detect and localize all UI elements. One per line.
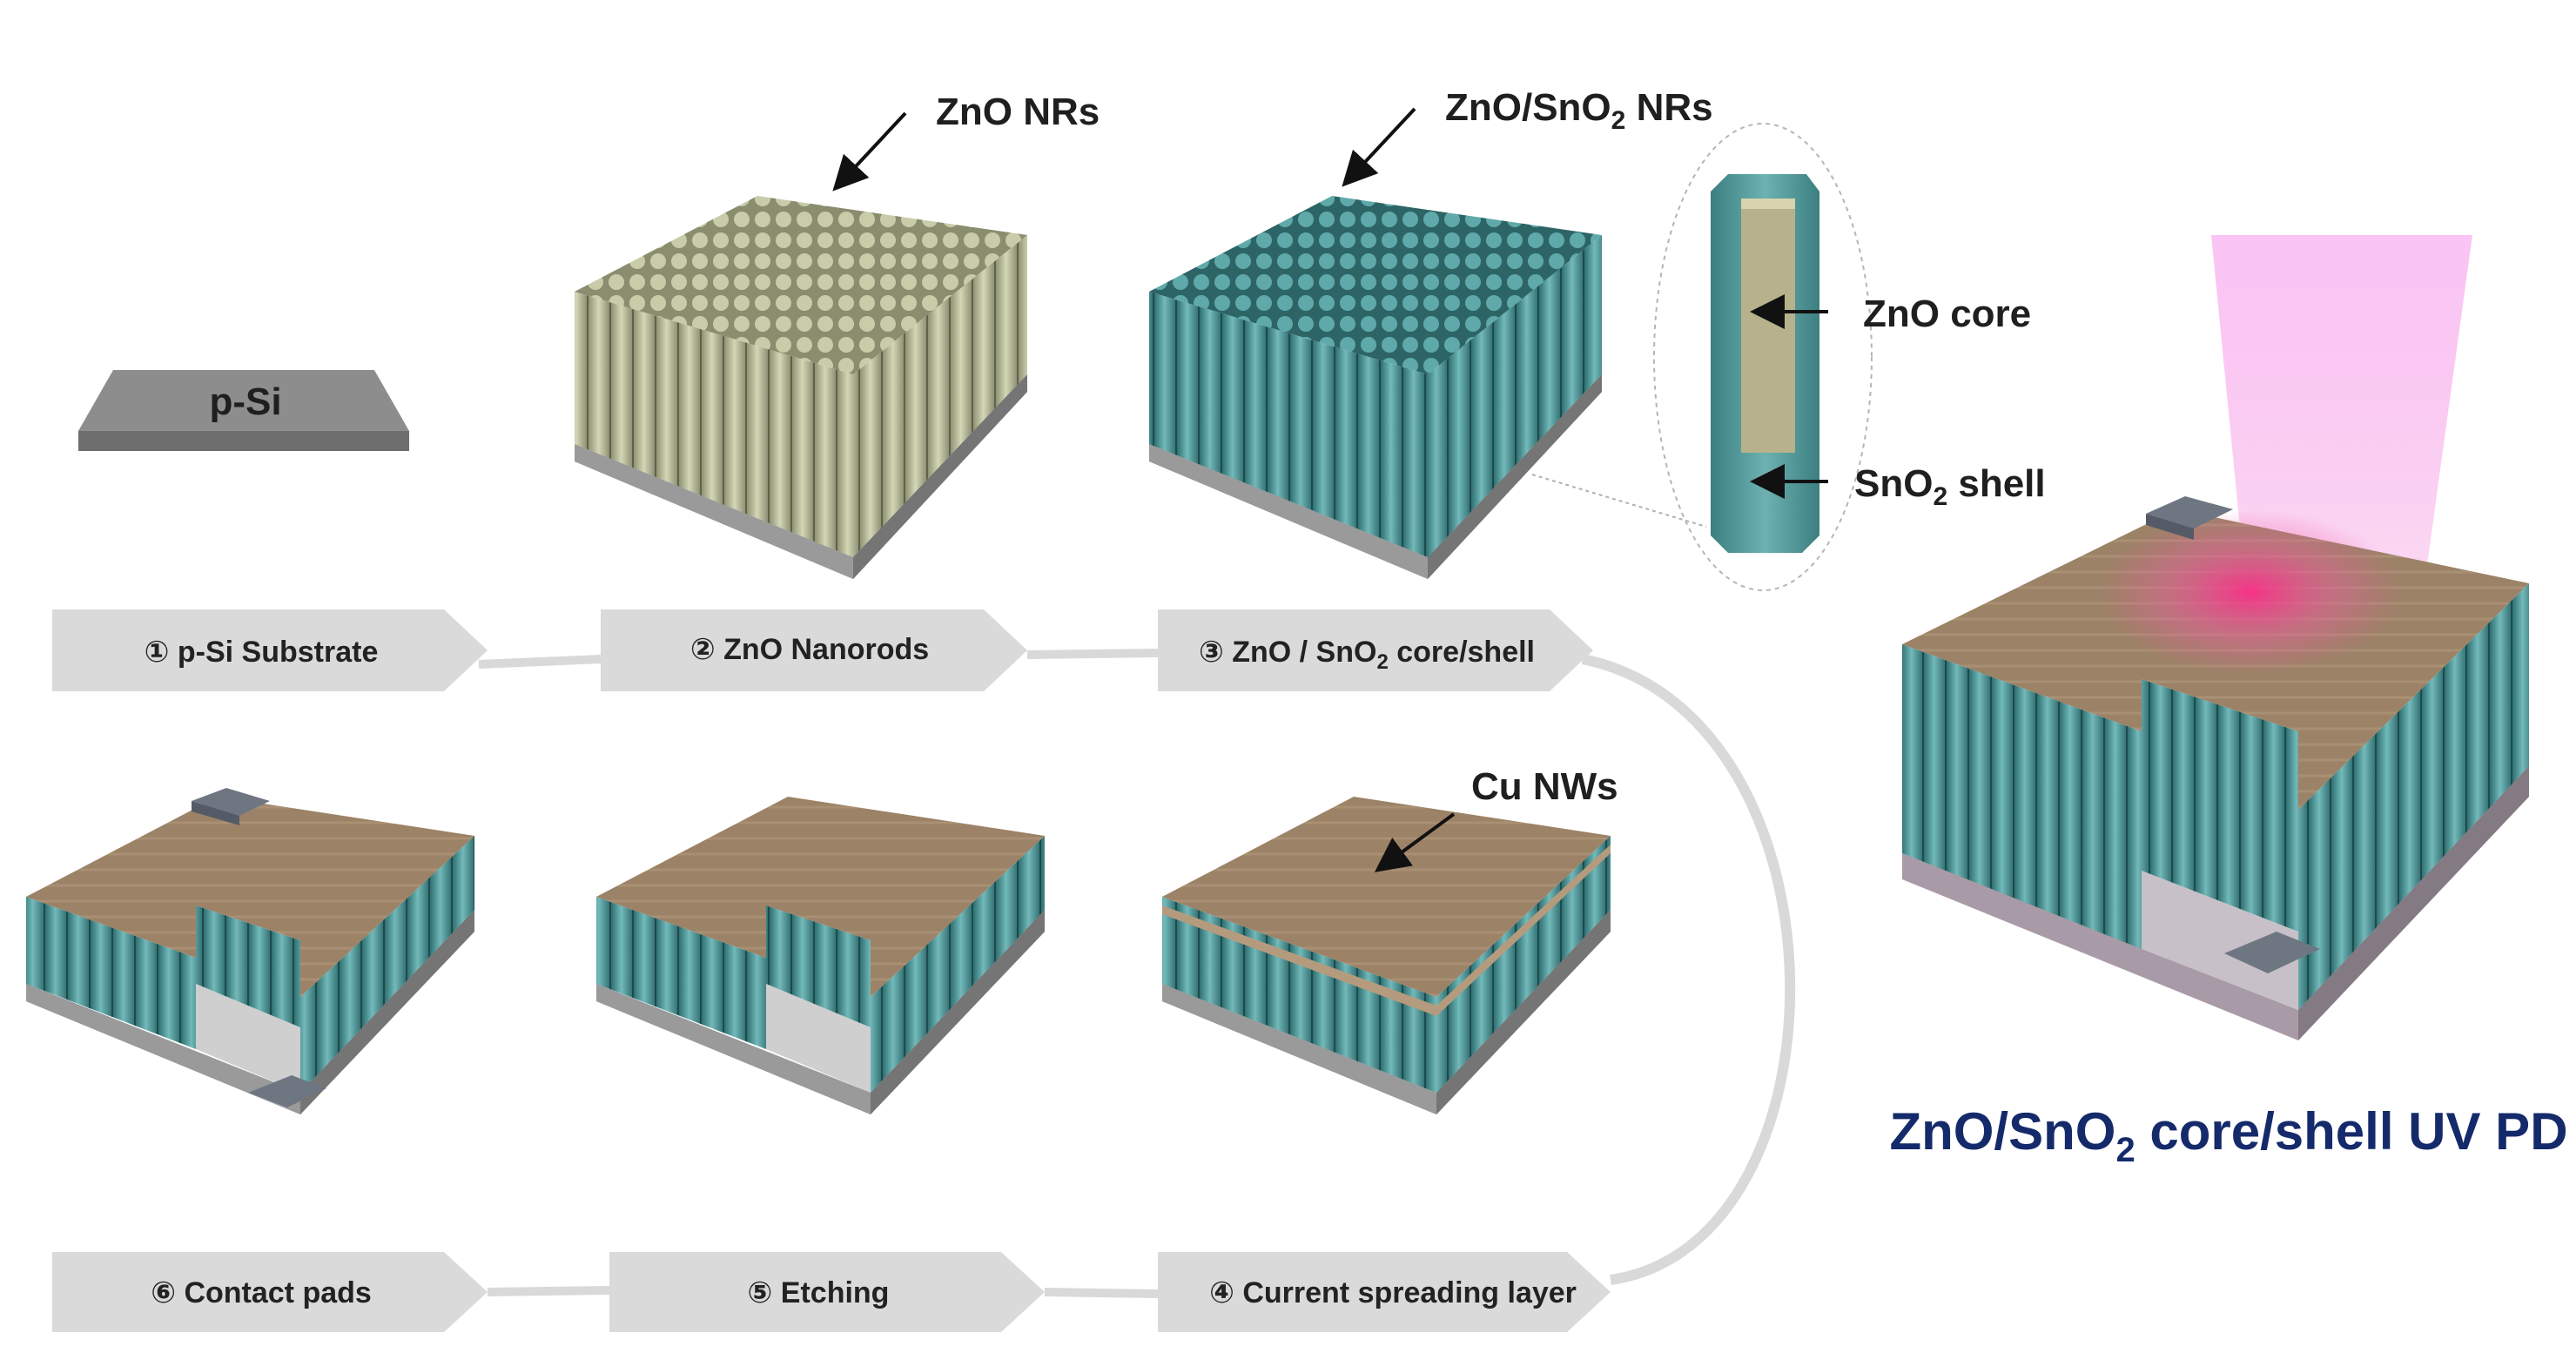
contact-pads-block <box>26 788 474 1114</box>
top-contact-pad <box>192 788 270 816</box>
callout-zno-core: ZnO core <box>1750 293 2031 335</box>
flow-connector-top-1 <box>478 655 602 669</box>
zoom-line-upper <box>1531 474 1707 528</box>
step-4-arrow: ④ Current spreading layer <box>1158 1252 1611 1332</box>
callout-sno2-shell: SnO2 shell <box>1750 462 2046 511</box>
step-1-label: ① p-Si Substrate <box>145 636 379 669</box>
step-3-arrow: ③ ZnO / SnO2 core/shell <box>1158 609 1593 691</box>
callout-zno-nrs: ZnO NRs <box>832 91 1100 192</box>
uv-spot <box>2098 509 2403 675</box>
flow-connector <box>1581 654 1796 1285</box>
flow-connector-top-2 <box>1026 649 1159 659</box>
final-device-title: ZnO/SnO2 core/shell UV PD <box>1889 1102 2567 1169</box>
single-rod-inset <box>1653 123 1873 591</box>
step-5-label: ⑤ Etching <box>748 1276 890 1309</box>
callout-cu-nws-text: Cu NWs <box>1471 765 1618 808</box>
final-top-pad <box>2146 496 2233 528</box>
core-shell-block <box>1149 196 1602 579</box>
flow-connector-bottom-1 <box>487 1286 610 1296</box>
final-uv-pd-device <box>1902 235 2529 1040</box>
callout-zno-sno2-nrs: ZnO/SnO2 NRs <box>1342 86 1713 187</box>
p-si-substrate: p-Si <box>78 370 409 451</box>
zno-nanorods-block <box>575 196 1027 579</box>
step-6-arrow: ⑥ Contact pads <box>52 1252 488 1332</box>
final-bottom-pad <box>2224 932 2320 973</box>
etching-block <box>596 797 1045 1114</box>
step-4-label: ④ Current spreading layer <box>1209 1276 1577 1309</box>
step-5-arrow: ⑤ Etching <box>609 1252 1045 1332</box>
step-1-arrow: ① p-Si Substrate <box>52 609 488 691</box>
callout-zno-nrs-text: ZnO NRs <box>936 91 1100 133</box>
callout-cu-nws: Cu NWs <box>1374 765 1618 872</box>
callout-zno-core-text: ZnO core <box>1863 293 2031 335</box>
callout-zno-sno2-nrs-text: ZnO/SnO2 NRs <box>1445 86 1713 135</box>
step-2-label: ② ZnO Nanorods <box>690 633 929 666</box>
step-2-arrow: ② ZnO Nanorods <box>601 609 1027 691</box>
substrate-label: p-Si <box>209 380 281 423</box>
step-3-label: ③ ZnO / SnO2 core/shell <box>1199 636 1535 674</box>
bottom-contact-pad <box>248 1075 326 1107</box>
callout-sno2-shell-text: SnO2 shell <box>1854 462 2046 511</box>
flow-connector-bottom-2 <box>1044 1288 1159 1298</box>
step-6-label: ⑥ Contact pads <box>151 1276 372 1309</box>
current-spreading-block <box>1162 797 1611 1114</box>
